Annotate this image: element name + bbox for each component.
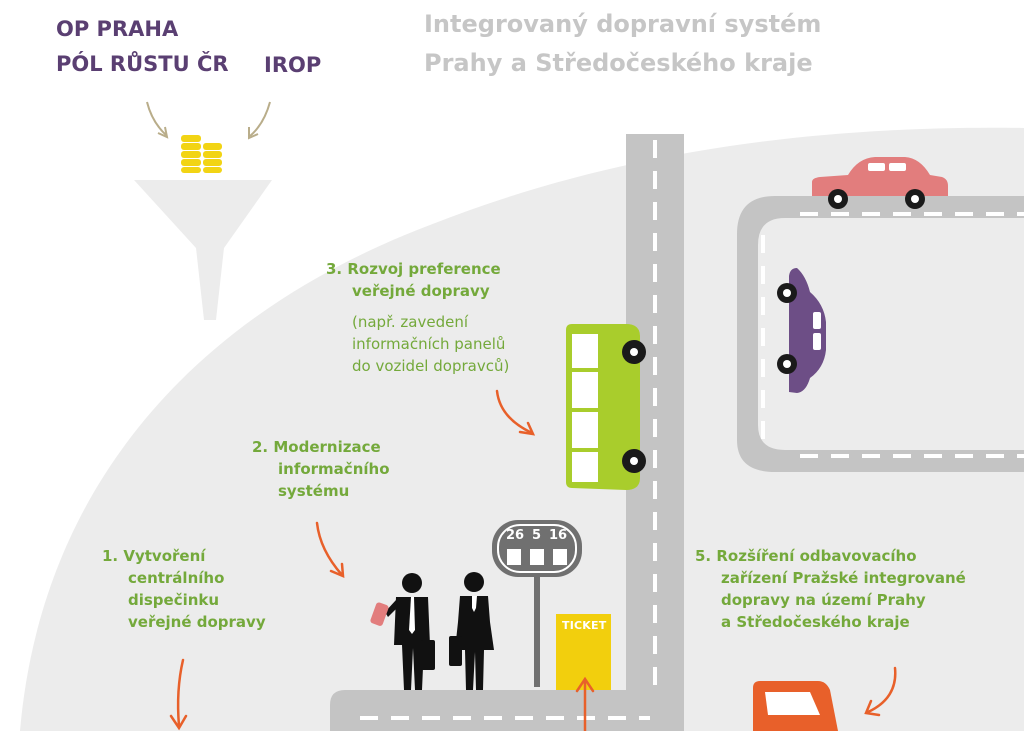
step5-title: 5. Rozšíření odbavovacího — [695, 547, 917, 565]
step5-title-4: a Středočeského kraje — [721, 613, 910, 631]
step3-note-1: (např. zavedení — [352, 313, 468, 331]
step5-title-3: dopravy na území Prahy — [721, 591, 926, 609]
validator-icon — [753, 681, 838, 731]
step3-title-2: veřejné dopravy — [352, 282, 490, 300]
bus-stop-number-1: 26 — [506, 528, 525, 543]
header-line-2: Prahy a Středočeského kraje — [424, 49, 813, 77]
arrow-icon — [866, 666, 897, 714]
bus-stop-number-3: 16 — [549, 528, 568, 543]
ticket-label: TICKET — [562, 619, 607, 632]
arrow-icon — [249, 101, 271, 137]
step1-title-3: dispečinku — [128, 591, 220, 609]
woman-icon — [449, 572, 494, 690]
bus-stop-number-2: 5 — [532, 528, 542, 543]
step1-title: 1. Vytvoření — [102, 547, 206, 565]
header-line-1: Integrovaný dopravní systém — [424, 10, 822, 38]
briefcase-icon — [449, 636, 462, 666]
step2-title: 2. Modernizace — [252, 438, 381, 456]
map-field — [20, 127, 1024, 731]
coin-stack-icon — [181, 135, 222, 173]
arrow-icon — [315, 521, 344, 577]
arrow-icon — [176, 658, 185, 728]
funding-pol-rustu: PÓL RŮSTU ČR — [56, 52, 229, 76]
step3-title: 3. Rozvoj preference — [326, 260, 501, 278]
ticket-machine — [556, 614, 611, 690]
step3-note-2: informačních panelů — [352, 335, 506, 353]
purple-car-icon — [777, 268, 826, 393]
step3-note-3: do vozidel dopravců) — [352, 357, 510, 375]
bottom-road — [330, 690, 684, 731]
arrow-icon — [495, 389, 534, 435]
arrow-icon — [146, 101, 167, 136]
man-icon — [370, 573, 435, 690]
step2-title-2: informačního — [278, 460, 390, 478]
funding-op-praha: OP PRAHA — [56, 17, 179, 41]
step5-title-2: zařízení Pražské integrované — [721, 569, 966, 587]
bus-icon — [566, 324, 646, 490]
phone-icon — [370, 602, 389, 626]
step1-title-2: centrálního — [128, 569, 225, 587]
loop-road — [737, 196, 1024, 472]
funnel-icon — [134, 180, 272, 320]
step1-title-4: veřejné dopravy — [128, 613, 266, 631]
red-car-icon — [812, 157, 948, 209]
funding-irop: IROP — [264, 53, 322, 77]
bus-stop-sign — [492, 520, 582, 687]
step2-title-3: systému — [278, 482, 350, 500]
